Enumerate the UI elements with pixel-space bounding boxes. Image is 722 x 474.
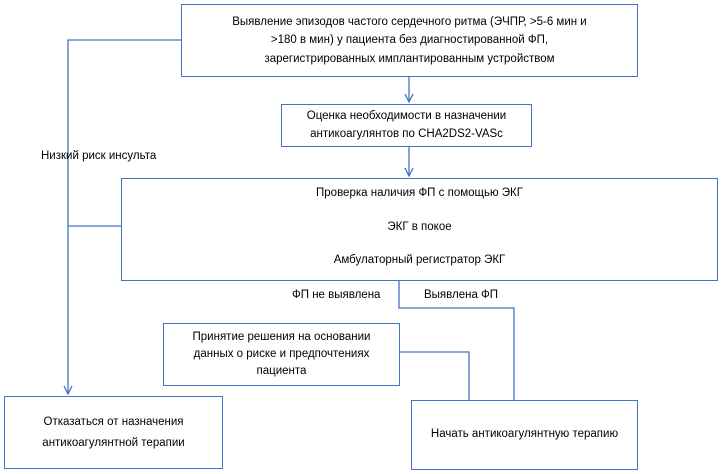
detection-text-line-3: зарегистрированных имплантированным устр… bbox=[264, 52, 555, 65]
low-stroke-risk-label: Низкий риск инсульта bbox=[41, 150, 157, 162]
detection-text-line-1: Выявление эпизодов частого сердечного ри… bbox=[232, 15, 587, 28]
detection-text-line-2: >180 в мин) у пациента без диагностирова… bbox=[270, 34, 549, 47]
refuse-text-line-1: Отказаться от назначения bbox=[43, 416, 184, 429]
decision-text-line-3: пациента bbox=[256, 365, 307, 378]
decision-text-line-1: Принятие решения на основании bbox=[192, 330, 371, 343]
anticoagulation-assessment-box: Оценка необходимости в назначении антико… bbox=[281, 104, 532, 147]
ecg-rest-item: ЭКГ в покое bbox=[387, 220, 452, 233]
decision-text-line-2: данных о риске и предпочтениях bbox=[193, 347, 370, 360]
af-found-label: Выявлена ФП bbox=[424, 289, 499, 301]
detection-box: Выявление эпизодов частого сердечного ри… bbox=[181, 4, 638, 77]
assessment-text-line-1: Оценка необходимости в назначении bbox=[306, 110, 507, 123]
refuse-text-line-2: антикоагулянтной терапии bbox=[42, 436, 185, 449]
line-af-found-to-start bbox=[398, 281, 515, 400]
line-decision-to-start bbox=[400, 351, 470, 400]
shared-decision-box: Принятие решения на основании данных о р… bbox=[163, 323, 400, 386]
arrow-low-risk-to-refuse bbox=[68, 39, 181, 394]
refuse-anticoagulation-box: Отказаться от назначения антикоагулянтно… bbox=[4, 396, 223, 469]
assessment-text-line-2: антикоагулянтов по CHA2DS2-VASc bbox=[310, 127, 503, 140]
ecg-check-box: Проверка наличия ФП с помощью ЭКГ ЭКГ в … bbox=[121, 178, 718, 281]
ecg-ambulatory-item: Амбулаторный регистратор ЭКГ bbox=[333, 254, 506, 267]
start-text-line-1: Начать антикоагулянтную терапию bbox=[430, 428, 619, 441]
start-anticoagulation-box: Начать антикоагулянтную терапию bbox=[411, 400, 638, 470]
ecg-check-title: Проверка наличия ФП с помощью ЭКГ bbox=[316, 187, 523, 199]
af-not-found-label: ФП не выявлена bbox=[292, 289, 381, 301]
